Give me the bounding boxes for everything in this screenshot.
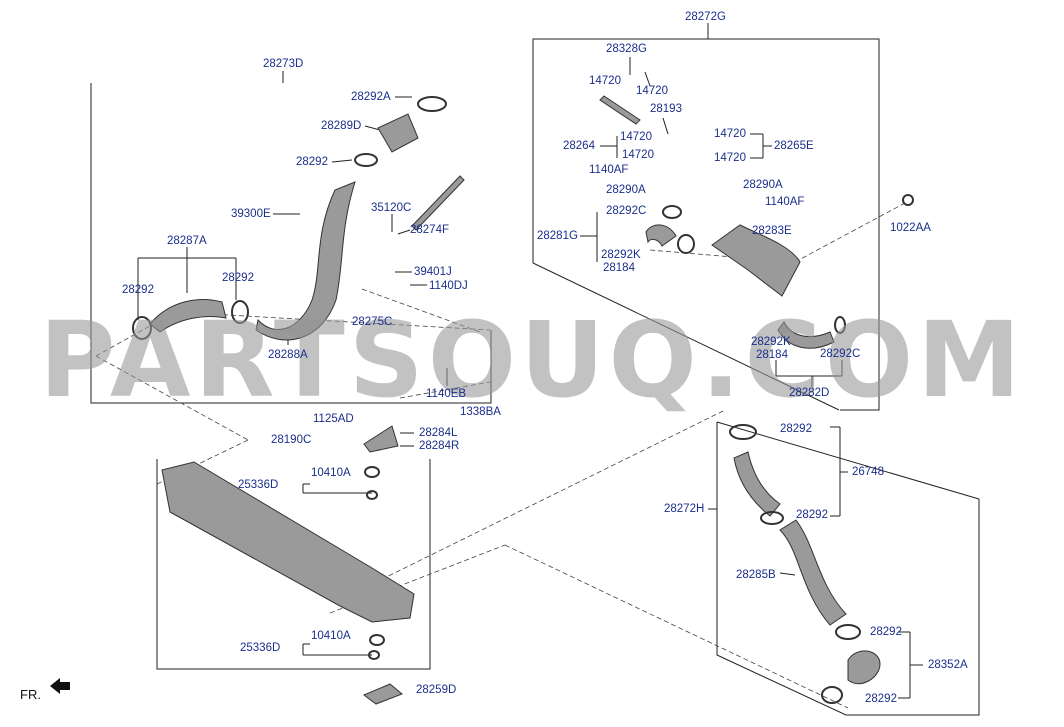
part-label-28287A[interactable]: 28287A: [167, 235, 207, 247]
hose-28283E: [711, 224, 801, 297]
part-label-28292[interactable]: 28292: [796, 509, 828, 521]
part-label-35120C[interactable]: 35120C: [371, 202, 412, 214]
part-label-39300E[interactable]: 39300E: [231, 208, 271, 220]
part-label-1022AA[interactable]: 1022AA: [890, 222, 931, 234]
part-label-1140AF[interactable]: 1140AF: [589, 164, 629, 176]
part-label-28272H[interactable]: 28272H: [664, 503, 705, 515]
part-label-1140DJ[interactable]: 1140DJ: [429, 280, 468, 292]
part-label-28281G[interactable]: 28281G: [537, 230, 578, 242]
bracket-28284L: [363, 425, 399, 453]
frame-28272G: [532, 38, 880, 411]
part-label-28265E[interactable]: 28265E: [774, 140, 814, 152]
part-label-25336D[interactable]: 25336D: [240, 642, 281, 654]
part-label-28184[interactable]: 28184: [756, 349, 788, 361]
clamp-28292-r3: [835, 624, 861, 640]
nut-10410A-bot: [369, 634, 385, 646]
part-label-28290A[interactable]: 28290A: [606, 184, 646, 196]
frame-28272G-diag: [532, 262, 840, 411]
part-label-25336D[interactable]: 25336D: [238, 479, 279, 491]
part-label-28292K[interactable]: 28292K: [601, 249, 641, 261]
clamp-28292-left: [132, 316, 152, 340]
part-label-10410A[interactable]: 10410A: [311, 467, 351, 479]
part-label-14720[interactable]: 14720: [589, 75, 621, 87]
watermark: PARTSOUQ.COM: [39, 299, 1025, 421]
part-label-28284L[interactable]: 28284L: [419, 427, 458, 439]
part-label-1140EB[interactable]: 1140EB: [426, 388, 467, 400]
part-label-28292[interactable]: 28292: [865, 693, 897, 705]
clamp-28292-mid: [231, 300, 249, 324]
part-label-28259D[interactable]: 28259D: [416, 684, 457, 696]
part-label-28275C[interactable]: 28275C: [352, 316, 393, 328]
part-label-28285B[interactable]: 28285B: [736, 569, 776, 581]
part-label-28292[interactable]: 28292: [222, 272, 254, 284]
part-label-14720[interactable]: 14720: [620, 131, 652, 143]
part-label-28283E[interactable]: 28283E: [752, 225, 792, 237]
hose-28282D: [777, 321, 835, 349]
part-label-28274F[interactable]: 28274F: [410, 224, 450, 236]
part-label-28190C[interactable]: 28190C: [271, 434, 312, 446]
part-label-28292[interactable]: 28292: [296, 156, 328, 168]
hose-28281G: [645, 224, 677, 247]
nut-10410A-top: [364, 466, 380, 478]
part-label-28282D[interactable]: 28282D: [789, 387, 830, 399]
part-label-14720[interactable]: 14720: [622, 149, 654, 161]
hose-26748: [733, 451, 781, 517]
frame-28190C: [156, 459, 431, 670]
part-label-28292C[interactable]: 28292C: [820, 348, 861, 360]
part-label-28352A[interactable]: 28352A: [928, 659, 968, 671]
grommet-25336D-bot: [368, 650, 380, 660]
hose-28352A: [847, 650, 881, 685]
part-label-28184[interactable]: 28184: [603, 262, 635, 274]
part-label-28288A[interactable]: 28288A: [268, 349, 308, 361]
part-label-28292A[interactable]: 28292A: [351, 91, 391, 103]
front-arrow-icon: [50, 678, 70, 694]
frame-28273D: [90, 83, 492, 404]
part-label-14720[interactable]: 14720: [636, 85, 668, 97]
part-label-28272G[interactable]: 28272G: [685, 11, 726, 23]
part-label-1140AF[interactable]: 1140AF: [765, 196, 805, 208]
part-label-28273D[interactable]: 28273D: [263, 58, 304, 70]
part-label-28292K[interactable]: 28292K: [751, 336, 791, 348]
part-label-10410A[interactable]: 10410A: [311, 630, 351, 642]
part-label-28284R[interactable]: 28284R: [419, 440, 460, 452]
grommet-25336D-top: [366, 490, 378, 500]
part-label-28292[interactable]: 28292: [780, 423, 812, 435]
part-label-39401J[interactable]: 39401J: [414, 266, 452, 278]
frame-28272H: [716, 422, 980, 716]
part-label-28292C[interactable]: 28292C: [606, 205, 647, 217]
part-label-28290A[interactable]: 28290A: [743, 179, 783, 191]
part-label-26748[interactable]: 26748: [852, 466, 884, 478]
clamp-28292A: [417, 96, 447, 112]
clamp-28292-r2: [760, 511, 784, 525]
part-label-28292[interactable]: 28292: [122, 284, 154, 296]
front-orientation-label: FR.: [20, 687, 41, 702]
part-label-28193[interactable]: 28193: [650, 103, 682, 115]
hose-28288A: [255, 181, 356, 341]
clip-1022AA: [902, 194, 914, 206]
bracket-28259D: [363, 683, 403, 705]
clamp-28292K: [677, 234, 695, 254]
hose-28285B: [779, 519, 847, 626]
pipe-28274F: [411, 175, 465, 231]
part-label-28264[interactable]: 28264: [563, 140, 595, 152]
part-label-28289D[interactable]: 28289D: [321, 120, 362, 132]
clamp-28292-top: [354, 153, 378, 167]
clamp-28292-r1: [729, 424, 757, 440]
part-label-1125AD[interactable]: 1125AD: [313, 413, 354, 425]
part-label-28328G[interactable]: 28328G: [606, 43, 647, 55]
clamp-28292C: [662, 205, 682, 219]
frame-28272H-diag: [716, 421, 980, 500]
pipe-28328G: [599, 95, 641, 125]
hose-28287A: [149, 299, 227, 333]
part-label-14720[interactable]: 14720: [714, 128, 746, 140]
intercooler-28190C: [161, 461, 415, 623]
part-label-14720[interactable]: 14720: [714, 152, 746, 164]
part-label-28292[interactable]: 28292: [870, 626, 902, 638]
part-label-1338BA[interactable]: 1338BA: [460, 406, 501, 418]
clamp-28292-right: [834, 316, 846, 334]
hose-28289D: [377, 113, 419, 153]
clamp-28292-r4: [821, 686, 843, 704]
